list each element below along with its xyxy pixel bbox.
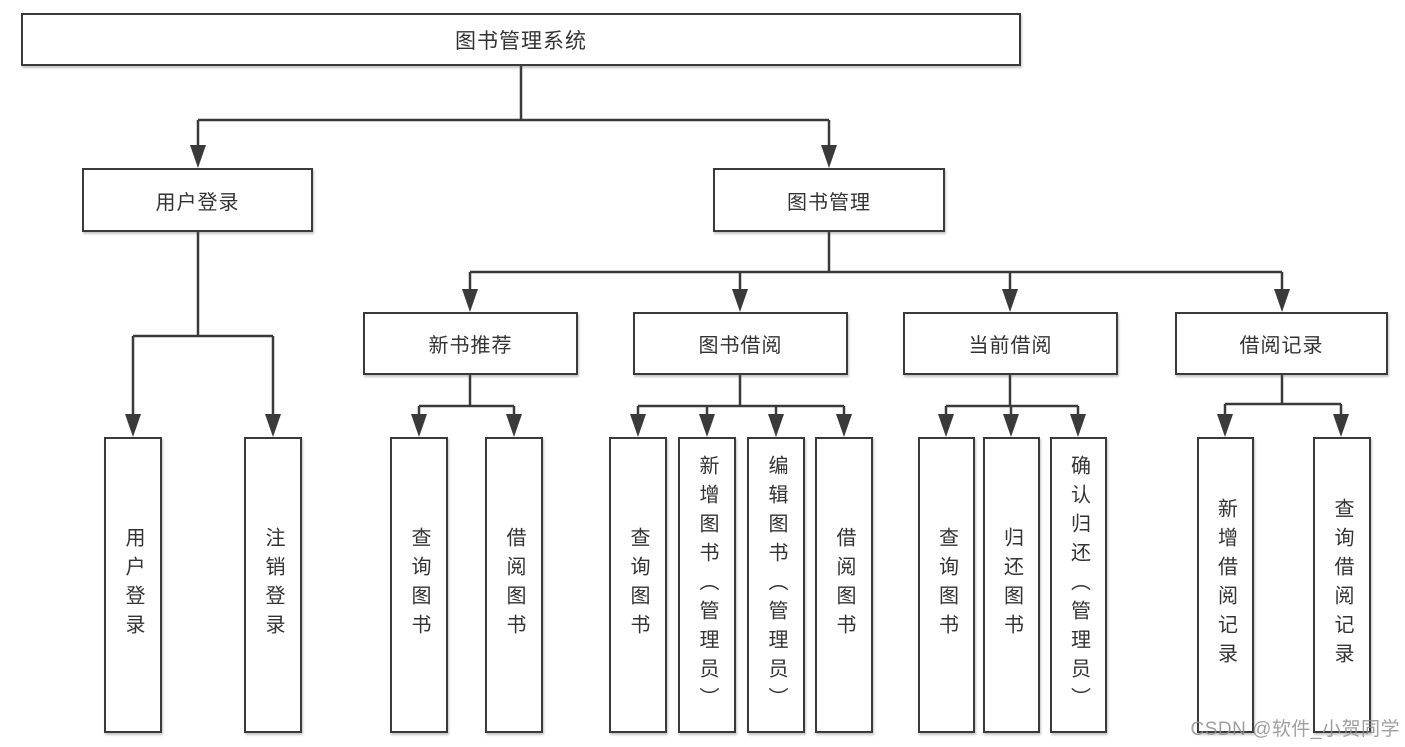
node-label: 查询图书 — [935, 527, 958, 643]
node-confirm-return-admin: 确认归还（管理员） — [1050, 437, 1107, 733]
node-label: 当前借阅 — [968, 335, 1053, 357]
node-label: 借阅记录 — [1239, 335, 1324, 357]
node-label: 查询借阅记录 — [1331, 498, 1353, 672]
node-borrow-books-recommendation: 借阅图书 — [485, 437, 543, 733]
node-query-borrow-record: 查询借阅记录 — [1313, 437, 1371, 733]
node-label: 图书管理系统 — [455, 29, 587, 53]
node-label: 注销登录 — [262, 527, 284, 643]
node-label: 用户登录 — [122, 527, 144, 643]
node-query-books-borrowing: 查询图书 — [609, 437, 667, 733]
node-current-borrowing: 当前借阅 — [903, 312, 1118, 375]
node-label: 图书管理 — [787, 191, 871, 214]
node-add-borrow-record: 新增借阅记录 — [1197, 437, 1254, 733]
arrowhead-icons — [125, 145, 1349, 437]
node-edit-books-admin: 编辑图书（管理员） — [747, 437, 805, 733]
node-book-borrowing: 图书借阅 — [633, 312, 848, 375]
node-return-books: 归还图书 — [983, 437, 1040, 733]
node-label: 图书借阅 — [698, 335, 783, 357]
node-label: 借阅图书 — [833, 527, 855, 643]
node-borrowing-records: 借阅记录 — [1175, 312, 1388, 375]
node-user-login: 用户登录 — [82, 168, 313, 232]
node-label: 新增借阅记录 — [1214, 498, 1237, 672]
node-logout: 注销登录 — [244, 437, 302, 733]
node-label: 查询图书 — [627, 527, 649, 643]
node-label: 用户登录 — [155, 191, 240, 214]
node-add-books-admin: 新增图书（管理员） — [678, 437, 736, 733]
node-book-management: 图书管理 — [713, 168, 945, 232]
node-user-login-leaf: 用户登录 — [104, 437, 162, 733]
node-query-books-recommendation: 查询图书 — [390, 437, 448, 733]
node-label: 查询图书 — [408, 527, 430, 643]
node-book-management-system: 图书管理系统 — [21, 13, 1021, 66]
node-label: 新增图书（管理员） — [696, 454, 718, 716]
node-new-book-recommendation: 新书推荐 — [363, 312, 578, 375]
csdn-watermark: CSDN @软件_小贺同学 — [1190, 719, 1400, 740]
node-label: 确认归还（管理员） — [1067, 454, 1090, 716]
node-label: 借阅图书 — [503, 527, 525, 643]
node-label: 归还图书 — [1000, 527, 1023, 643]
node-query-books-current: 查询图书 — [918, 437, 975, 733]
node-borrow-books-leaf: 借阅图书 — [815, 437, 873, 733]
node-label: 编辑图书（管理员） — [765, 454, 787, 716]
node-label: 新书推荐 — [428, 335, 513, 357]
